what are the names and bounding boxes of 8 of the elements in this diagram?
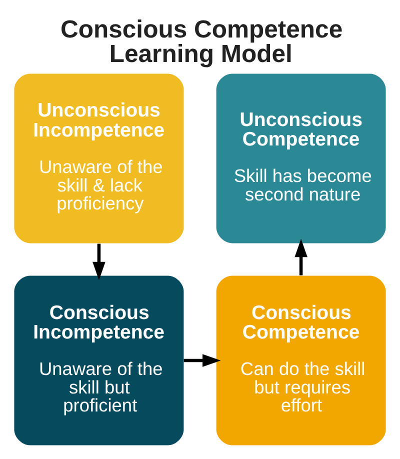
node-box: Conscious Incompetence Unaware of the skill but proficient [14,276,184,446]
node-box: Conscious Competence Can do the skill but requires effort [216,276,386,446]
node-box: Unconscious Competence Skill has become second nature [216,74,386,244]
diagram-title: Conscious Competence Learning Model [60,16,343,68]
arrow [294,238,308,276]
node-box: Unconscious Incompetence Unaware of the skill & lack proficiency [14,74,184,244]
arrow [92,244,106,280]
arrow [184,354,221,367]
